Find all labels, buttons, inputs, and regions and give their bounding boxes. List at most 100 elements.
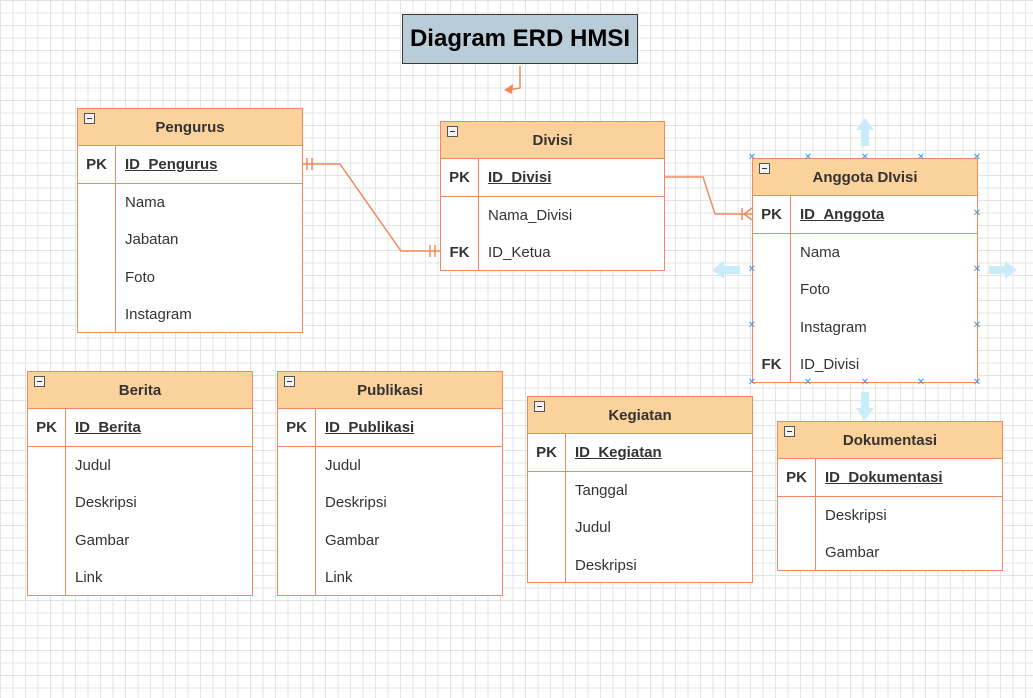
- entity-title: Divisi: [532, 131, 573, 149]
- entity-divisi[interactable]: Divisi PK ID_Divisi Nama_Divisi FK ID_Ke…: [440, 121, 665, 271]
- column-divider: [65, 409, 66, 595]
- entity-header: Pengurus: [78, 109, 302, 146]
- entity-anggota-divisi[interactable]: Anggota DIvisi PK ID_Anggota Nama Foto I…: [752, 158, 978, 383]
- attribute-name: Jabatan: [125, 231, 179, 249]
- attribute-row[interactable]: Nama_Divisi: [441, 197, 664, 235]
- collapse-icon[interactable]: [759, 163, 770, 174]
- attribute-row[interactable]: Instagram: [78, 296, 302, 334]
- collapse-icon[interactable]: [84, 113, 95, 124]
- attribute-row[interactable]: Judul: [28, 447, 252, 485]
- selection-handle[interactable]: ✕: [860, 152, 870, 163]
- selection-handle[interactable]: ✕: [860, 377, 870, 388]
- key-label: [528, 547, 565, 585]
- key-label: PK: [761, 205, 782, 223]
- attribute-row[interactable]: Instagram: [753, 309, 977, 347]
- attribute-row[interactable]: Nama: [753, 234, 977, 272]
- title-pointer: [507, 66, 521, 91]
- pk-row[interactable]: PK ID_Dokumentasi: [778, 459, 1002, 497]
- attribute-name: Deskripsi: [825, 506, 887, 524]
- attribute-row[interactable]: Deskripsi: [778, 497, 1002, 535]
- selection-handle[interactable]: ✕: [747, 264, 757, 275]
- attribute-name: ID_Ketua: [488, 244, 551, 262]
- key-label: [278, 484, 315, 522]
- key-label: [528, 472, 565, 510]
- pk-row[interactable]: PK ID_Berita: [28, 409, 252, 447]
- entity-title: Kegiatan: [608, 406, 672, 424]
- key-label: [28, 559, 65, 597]
- selection-handle[interactable]: ✕: [972, 152, 982, 163]
- attribute-row[interactable]: Deskripsi: [28, 484, 252, 522]
- entity-dokumentasi[interactable]: Dokumentasi PK ID_Dokumentasi Deskripsi …: [777, 421, 1003, 571]
- attribute-row[interactable]: Foto: [78, 259, 302, 297]
- collapse-icon[interactable]: [447, 126, 458, 137]
- attribute-row[interactable]: Tanggal: [528, 472, 752, 510]
- selection-handle[interactable]: ✕: [803, 152, 813, 163]
- selection-handle[interactable]: ✕: [972, 264, 982, 275]
- key-label: FK: [761, 356, 782, 374]
- attribute-row[interactable]: Deskripsi: [278, 484, 502, 522]
- attribute-name: Gambar: [325, 531, 380, 549]
- key-label: [78, 184, 115, 222]
- attribute-name: Judul: [75, 456, 111, 474]
- attribute-name: Foto: [800, 281, 831, 299]
- key-label: [28, 522, 65, 560]
- entity-header: Publikasi: [278, 372, 502, 409]
- key-label: PK: [786, 468, 807, 486]
- entity-pengurus[interactable]: Pengurus PK ID_Pengurus Nama Jabatan Fot…: [77, 108, 303, 333]
- pk-row[interactable]: PK ID_Kegiatan: [528, 434, 752, 472]
- attribute-row[interactable]: Judul: [278, 447, 502, 485]
- collapse-icon[interactable]: [34, 376, 45, 387]
- entity-berita[interactable]: Berita PK ID_Berita Judul Deskripsi Gamb…: [27, 371, 253, 596]
- entity-title: Anggota DIvisi: [812, 168, 918, 186]
- entity-kegiatan[interactable]: Kegiatan PK ID_Kegiatan Tanggal Judul De…: [527, 396, 753, 583]
- key-label: [778, 497, 815, 535]
- selection-handle[interactable]: ✕: [916, 152, 926, 163]
- attribute-name: ID_Divisi: [488, 168, 552, 186]
- rel-anggota-crow1: [743, 207, 753, 215]
- pk-row[interactable]: PK ID_Divisi: [441, 159, 664, 197]
- selection-handle[interactable]: ✕: [803, 377, 813, 388]
- entity-title: Publikasi: [357, 381, 423, 399]
- attribute-row[interactable]: Foto: [753, 271, 977, 309]
- attribute-name: ID_Divisi: [800, 356, 860, 374]
- selection-handle[interactable]: ✕: [747, 377, 757, 388]
- attribute-name: ID_Pengurus: [125, 155, 218, 173]
- attribute-row[interactable]: Nama: [78, 184, 302, 222]
- entity-header: Berita: [28, 372, 252, 409]
- entity-header: Anggota DIvisi: [753, 159, 977, 196]
- attribute-row[interactable]: Gambar: [28, 522, 252, 560]
- collapse-icon[interactable]: [284, 376, 295, 387]
- key-label: [753, 271, 790, 309]
- attribute-row[interactable]: Judul: [528, 509, 752, 547]
- selection-handle[interactable]: ✕: [747, 320, 757, 331]
- pk-row[interactable]: PK ID_Pengurus: [78, 146, 302, 184]
- attribute-row[interactable]: FK ID_Ketua: [441, 234, 664, 272]
- selection-handle[interactable]: ✕: [747, 152, 757, 163]
- attribute-name: ID_Publikasi: [325, 418, 415, 436]
- attribute-name: Foto: [125, 268, 156, 286]
- key-label: [28, 447, 65, 485]
- rel-anggota-crow2: [743, 213, 753, 221]
- key-label: [753, 309, 790, 347]
- selection-handle[interactable]: ✕: [916, 377, 926, 388]
- diagram-title[interactable]: Diagram ERD HMSI: [402, 14, 638, 64]
- entity-publikasi[interactable]: Publikasi PK ID_Publikasi Judul Deskrips…: [277, 371, 503, 596]
- attribute-name: ID_Dokumentasi: [825, 468, 943, 486]
- selection-handle[interactable]: ✕: [972, 208, 982, 219]
- collapse-icon[interactable]: [784, 426, 795, 437]
- attribute-row[interactable]: Deskripsi: [528, 547, 752, 585]
- attribute-row[interactable]: Link: [278, 559, 502, 597]
- pk-row[interactable]: PK ID_Anggota: [753, 196, 977, 234]
- attribute-row[interactable]: FK ID_Divisi: [753, 346, 977, 384]
- selection-handle[interactable]: ✕: [972, 377, 982, 388]
- column-divider: [115, 146, 116, 332]
- column-divider: [790, 196, 791, 382]
- collapse-icon[interactable]: [534, 401, 545, 412]
- attribute-row[interactable]: Link: [28, 559, 252, 597]
- attribute-row[interactable]: Gambar: [278, 522, 502, 560]
- selection-handle[interactable]: ✕: [972, 320, 982, 331]
- attribute-row[interactable]: Gambar: [778, 534, 1002, 572]
- rel-pengurus-divisi: [303, 163, 440, 252]
- pk-row[interactable]: PK ID_Publikasi: [278, 409, 502, 447]
- attribute-row[interactable]: Jabatan: [78, 221, 302, 259]
